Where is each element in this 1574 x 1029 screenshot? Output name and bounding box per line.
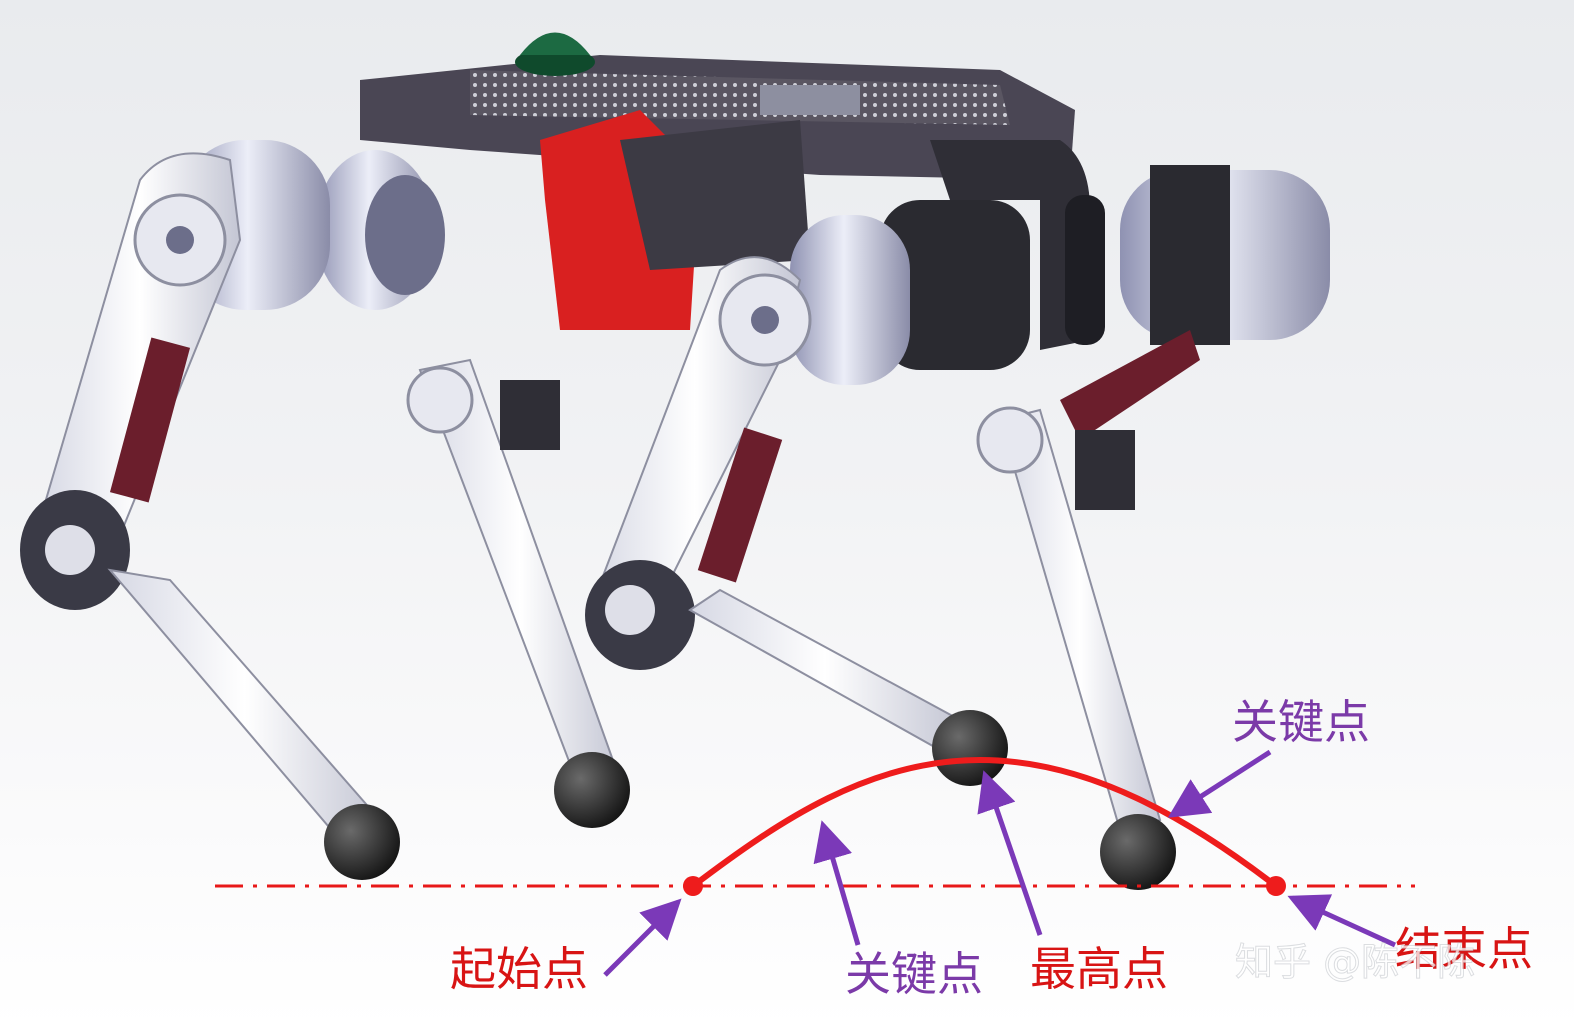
- arrow-start: [603, 898, 682, 977]
- front-right-knee-block: [1075, 430, 1135, 510]
- motor-cap: [365, 175, 445, 295]
- annotation-arrows: [603, 749, 1397, 977]
- label-key-point-lower: 关键点: [845, 947, 983, 1001]
- label-start-point: 起始点: [450, 942, 588, 996]
- arrow-key-lower: [813, 820, 861, 946]
- end-point-marker: [1266, 876, 1286, 896]
- carbon-plate: [470, 70, 1010, 125]
- arrow-highest: [977, 770, 1043, 936]
- link-rod: [109, 337, 191, 503]
- arrow-end: [1287, 894, 1397, 948]
- rear-right-foot: [554, 752, 630, 828]
- label-key-point-upper: 关键点: [1232, 695, 1370, 749]
- knee-hub: [605, 585, 655, 635]
- rear-left-lower-leg: [107, 568, 382, 842]
- label-highest-point: 最高点: [1030, 942, 1168, 996]
- label-end-point: 结束点: [1395, 922, 1533, 976]
- control-board: [760, 85, 860, 115]
- battery-block: [620, 120, 810, 270]
- front-left-hip-motor: [790, 215, 910, 385]
- robot-illustration: [20, 32, 1330, 890]
- front-right-hip-joint: [976, 406, 1044, 474]
- front-left-knee-gear: [880, 200, 1030, 370]
- joint-hub: [166, 226, 194, 254]
- link-rod: [1060, 330, 1200, 440]
- watermark-text: 知乎 @陈不陈: [1235, 940, 1475, 984]
- rear-left-foot: [324, 804, 400, 880]
- rear-right-knee-block: [500, 380, 560, 450]
- rear-right-hip-joint: [406, 366, 474, 434]
- power-button-dome: [520, 32, 590, 55]
- carry-handle: [930, 140, 1090, 350]
- arrow-key-upper: [1167, 749, 1272, 818]
- swing-trajectory-curve: [690, 756, 1279, 889]
- front-right-foot: [1100, 814, 1176, 890]
- front-left-foot: [932, 710, 1008, 786]
- front-left-lower-leg: [688, 588, 962, 752]
- knee-hub: [45, 525, 95, 575]
- joint-hub: [751, 306, 779, 334]
- motor-gear: [1150, 165, 1230, 345]
- start-point-marker: [683, 876, 703, 896]
- link-rod: [697, 427, 783, 583]
- front-sensor: [1065, 195, 1105, 345]
